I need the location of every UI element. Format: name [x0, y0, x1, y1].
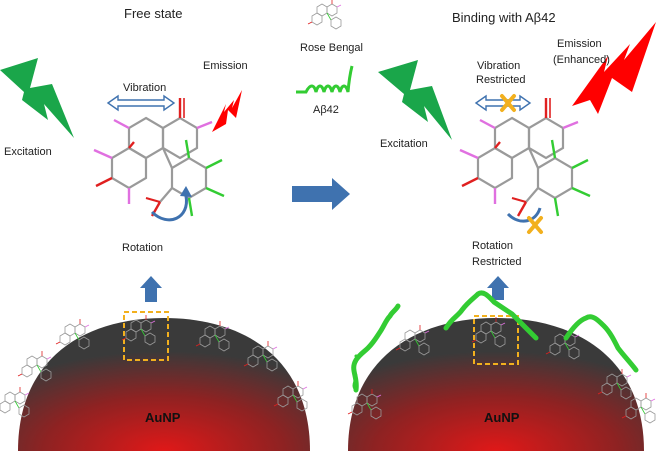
rose-bengal-molecule	[458, 96, 592, 218]
excitation-bolt-icon	[378, 60, 452, 140]
bound-state-title: Binding with Aβ42	[452, 10, 556, 25]
aunp-sphere	[18, 318, 310, 451]
vibration-restricted-label-2: Restricted	[476, 74, 526, 86]
rose-bengal-molecule	[92, 96, 226, 218]
free-state-title: Free state	[124, 6, 183, 21]
bound-state-panel	[347, 22, 656, 451]
emission-enhanced-bolt-icon	[572, 22, 656, 114]
rose-bengal-legend-icon	[307, 0, 342, 30]
abeta42-peptides	[351, 290, 639, 393]
up-arrow-icon	[140, 276, 162, 302]
free-state-panel	[0, 58, 310, 451]
aunp-sphere	[348, 318, 644, 451]
emission-label: Emission	[203, 60, 248, 72]
vibration-restricted-arrow-icon	[474, 94, 532, 112]
vibration-restricted-label-1: Vibration	[477, 60, 521, 72]
vibration-label: Vibration	[123, 82, 167, 94]
aunp-label: AuNP	[484, 410, 520, 425]
zoom-box	[123, 311, 169, 361]
excitation-bolt-icon	[0, 58, 74, 138]
up-arrow-icon	[487, 276, 509, 300]
excitation-label: Excitation	[380, 138, 428, 150]
rotation-arrow-icon	[506, 207, 542, 223]
vibration-arrow-icon	[106, 94, 176, 112]
aunp-label: AuNP	[145, 410, 181, 425]
rose-bengal-legend-label: Rose Bengal	[300, 42, 363, 54]
abeta42-legend-label: Aβ42	[313, 104, 339, 116]
emission-enhanced-label-1: Emission	[557, 38, 602, 50]
transition-arrow-icon	[292, 178, 350, 210]
legend	[296, 0, 354, 94]
abeta42-legend-icon	[296, 65, 354, 94]
emission-enhanced-label-2: (Enhanced)	[553, 54, 610, 66]
rotation-restricted-label-2: Restricted	[472, 256, 522, 268]
excitation-label: Excitation	[4, 146, 52, 158]
rotation-restricted-label-1: Rotation	[472, 240, 513, 252]
emission-bolt-icon	[212, 90, 242, 132]
zoom-box	[473, 315, 519, 365]
rotation-arrow-icon	[150, 195, 188, 222]
rotation-label: Rotation	[122, 242, 163, 254]
restrict-mark-icon	[527, 216, 543, 234]
restrict-mark-icon	[500, 94, 516, 112]
